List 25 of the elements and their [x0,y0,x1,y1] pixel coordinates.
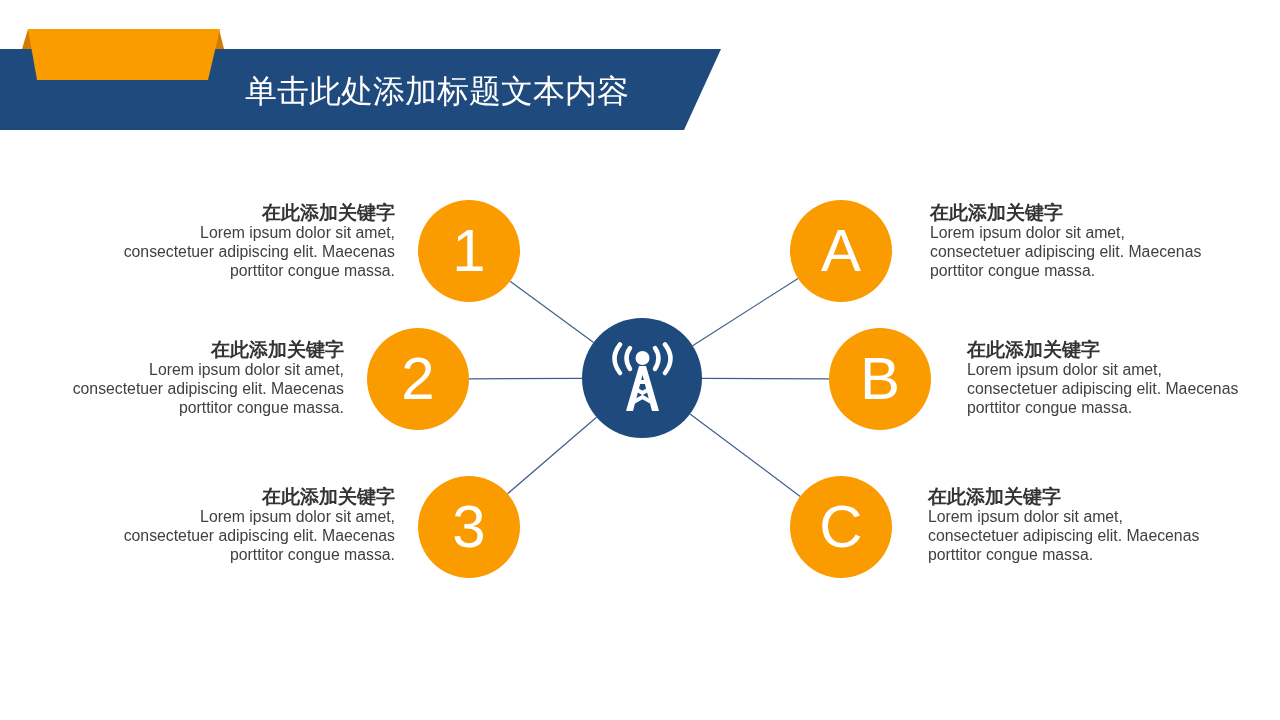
numbered-circle: 1 [418,200,520,302]
paragraph: Lorem ipsum dolor sit amet, consectetuer adipiscing elit. Maecenas porttitor congue massa. [71,360,344,417]
paragraph: Lorem ipsum dolor sit amet, consectetuer adipiscing elit. Maecenas porttitor congue massa. [928,507,1201,564]
keyword-heading: 在此添加关键字 [211,338,344,360]
connector-line [689,413,801,497]
title: 单击此处添加标题文本内容 [245,71,629,111]
connector-line [692,277,799,347]
keyword-heading: 在此添加关键字 [967,338,1100,360]
paragraph: Lorem ipsum dolor sit amet, consectetuer adipiscing elit. Maecenas porttitor congue massa. [122,223,395,280]
keyword-heading: 在此添加关键字 [928,485,1061,507]
paragraph: Lorem ipsum dolor sit amet, consectetuer adipiscing elit. Maecenas porttitor congue massa. [930,223,1203,280]
connector-line [468,377,583,380]
connector-line [701,377,830,380]
numbered-circle: B [829,328,931,430]
numbered-circle: A [790,200,892,302]
numbered-circle: 2 [367,328,469,430]
paragraph: Lorem ipsum dolor sit amet, consectetuer adipiscing elit. Maecenas porttitor congue massa. [967,360,1240,417]
numbered-circle: C [790,476,892,578]
keyword-heading: 在此添加关键字 [262,201,395,223]
connector-line [507,416,598,495]
connector-line [509,280,595,344]
keyword-heading: 在此添加关键字 [262,485,395,507]
keyword-heading: 在此添加关键字 [930,201,1063,223]
paragraph: Lorem ipsum dolor sit amet, consectetuer adipiscing elit. Maecenas porttitor congue massa. [122,507,395,564]
numbered-circle: 3 [418,476,520,578]
